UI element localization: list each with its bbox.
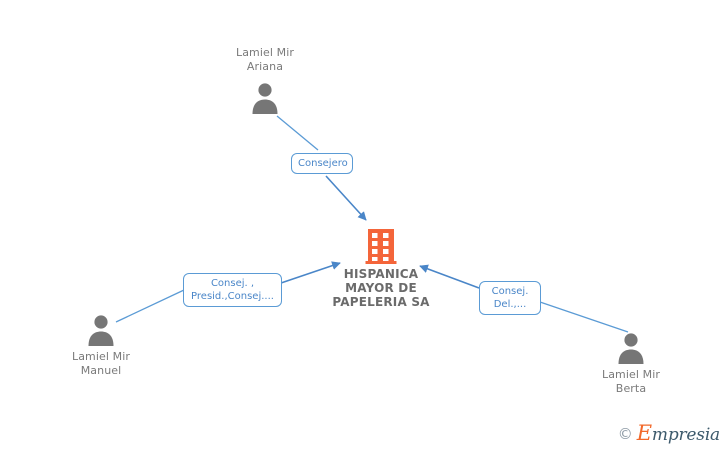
person-label-ariana: Lamiel Mir Ariana: [235, 46, 295, 73]
person-node-ariana[interactable]: Lamiel Mir Ariana: [210, 46, 320, 114]
person-icon: [88, 315, 114, 346]
person-node-manuel[interactable]: Lamiel Mir Manuel: [46, 312, 156, 378]
person-node-berta[interactable]: Lamiel Mir Berta: [576, 330, 686, 396]
copyright-icon: ©: [617, 425, 633, 443]
edge-berta-to-label: [539, 301, 629, 333]
company-label: HISPANICA MAYOR DE PAPELERIA SA: [332, 267, 430, 309]
edge-ariana-to-label: [276, 115, 319, 151]
edge-label-to-company-top: [325, 175, 367, 221]
person-icon: [252, 83, 278, 114]
person-icon: [618, 333, 644, 364]
relation-label-consejero[interactable]: Consejero: [291, 153, 353, 174]
relation-label-berta[interactable]: Consej. Del.,...: [479, 281, 541, 315]
watermark: © Empresia: [617, 423, 720, 445]
person-label-manuel: Lamiel Mir Manuel: [71, 350, 131, 377]
company-node[interactable]: HISPANICA MAYOR DE PAPELERIA SA: [301, 228, 461, 309]
brand-name: mpresia: [651, 425, 720, 445]
relation-label-manuel[interactable]: Consej. , Presid.,Consej....: [183, 273, 282, 307]
person-label-berta: Lamiel Mir Berta: [601, 368, 661, 395]
brand-initial: E: [636, 421, 652, 445]
brand-logo: Empresia: [637, 423, 720, 445]
building-icon: [365, 229, 397, 264]
